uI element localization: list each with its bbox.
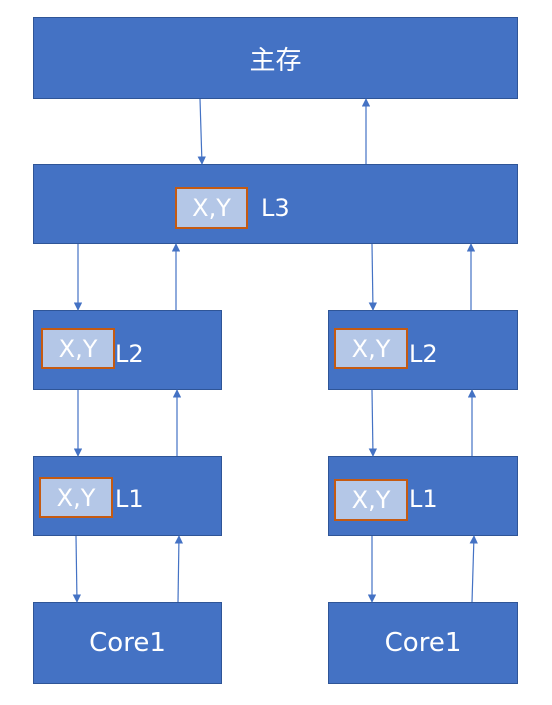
right-l1-cache-box: X,Y L1 <box>328 456 518 536</box>
l3-cache-label: L3 <box>261 194 290 222</box>
arrow-left-l1-to-left-core <box>72 535 82 603</box>
right-l1-cache-label: L1 <box>409 485 438 513</box>
l3-cache-box: X,Y L3 <box>33 164 518 244</box>
main-memory-box: 主存 <box>33 17 518 99</box>
right-l2-cache-label: L2 <box>409 340 438 368</box>
right-l2-cache-box: X,Y L2 <box>328 310 518 390</box>
left-core-label: Core1 <box>89 628 166 658</box>
arrow-right-core-to-right-l1 <box>469 535 478 603</box>
left-l1-cache-tag: X,Y <box>39 477 113 518</box>
arrow-l3-to-right-l2 <box>368 243 378 311</box>
right-core-label: Core1 <box>384 628 462 658</box>
left-l1-cache-label: L1 <box>115 485 144 513</box>
left-l2-cache-box: X,Y L2 <box>33 310 222 390</box>
arrow-left-core-to-left-l1 <box>174 535 184 603</box>
left-l2-cache-label: L2 <box>115 340 144 368</box>
left-core-box: Core1 <box>33 602 222 684</box>
left-l2-cache-tag: X,Y <box>41 328 115 369</box>
left-l1-cache-box: X,Y L1 <box>33 456 222 536</box>
right-l2-cache-tag: X,Y <box>334 328 408 369</box>
arrow-memory-to-l3 <box>197 98 206 165</box>
arrow-right-l2-to-right-l1 <box>368 389 378 457</box>
main-memory-label: 主存 <box>249 45 302 76</box>
right-core-box: Core1 <box>328 602 518 684</box>
right-l1-cache-tag: X,Y <box>334 479 408 521</box>
l3-cache-tag: X,Y <box>175 187 248 229</box>
